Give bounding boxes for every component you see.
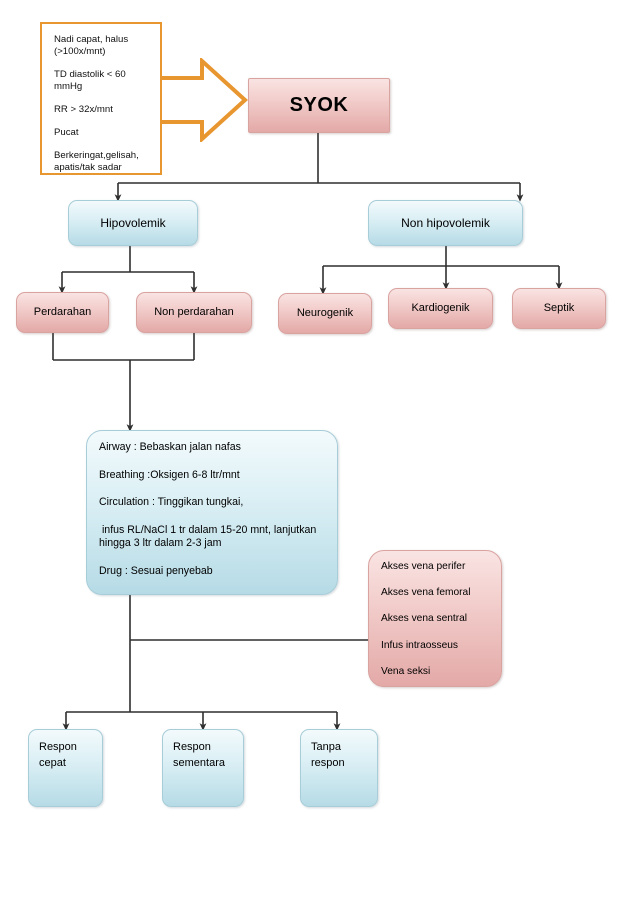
node-respon-cepat-line1: Respon [39,741,77,753]
treatment-line: Circulation : Tinggikan tungkai, [99,496,244,509]
node-tanpa-respon[interactable]: Tanpa respon [300,729,378,807]
node-kardiogenik[interactable]: Kardiogenik [388,288,493,329]
node-neurogenik[interactable]: Neurogenik [278,293,372,334]
treatment-line: Drug : Sesuai penyebab [99,564,213,577]
node-septik[interactable]: Septik [512,288,606,329]
node-septik-label: Septik [543,301,575,314]
node-non-perdarahan[interactable]: Non perdarahan [136,292,252,333]
vena-access-line: Infus intraosseus [381,639,459,651]
vena-access-line: Akses vena sentral [381,613,468,625]
vena-access-box[interactable]: Akses vena perifer Akses vena femoral Ak… [368,550,502,687]
vena-access-line: Vena seksi [381,665,431,677]
treatment-line: Breathing :Oksigen 6-8 ltr/mnt [99,468,240,481]
treatment-line: infus RL/NaCl 1 tr dalam 15-20 mnt, lanj… [99,524,317,549]
node-perdarahan[interactable]: Perdarahan [16,292,109,333]
symptom-line: TD diastolik < 60 mmHg [54,68,129,92]
vena-access-line: Akses vena femoral [381,587,471,599]
node-perdarahan-label: Perdarahan [33,305,92,318]
symptom-line: Berkeringat,gelisah, apatis/tak sadar [54,149,139,173]
node-respon-cepat-line2: cepat [39,756,66,769]
treatment-abcd-box[interactable]: Airway : Bebaskan jalan nafas Breathing … [86,430,338,595]
node-non-perdarahan-label: Non perdarahan [154,305,234,318]
symptom-line: Pucat [54,126,79,138]
symptom-line: RR > 32x/mnt [54,103,113,115]
vena-access-line: Akses vena perifer [381,561,466,572]
orange-block-arrow [152,58,248,142]
node-hipovolemik[interactable]: Hipovolemik [68,200,198,246]
node-kardiogenik-label: Kardiogenik [411,301,470,314]
node-respon-sementara-line1: Respon [173,741,211,753]
node-tanpa-respon-line2: respon [311,756,345,769]
node-respon-cepat[interactable]: Respon cepat [28,729,103,807]
treatment-line: Airway : Bebaskan jalan nafas [99,441,241,453]
symptom-line: Nadi capat, halus (>100x/mnt) [54,34,129,57]
symptom-callout: Nadi capat, halus (>100x/mnt) TD diastol… [40,22,162,175]
node-tanpa-respon-line1: Tanpa [311,741,341,753]
node-non-hipovolemik-label: Non hipovolemik [401,215,490,230]
node-non-hipovolemik[interactable]: Non hipovolemik [368,200,523,246]
node-neurogenik-label: Neurogenik [296,306,354,319]
node-hipovolemik-label: Hipovolemik [100,215,166,230]
node-respon-sementara-line2: sementara [173,756,225,769]
node-syok-label: SYOK [289,94,349,116]
node-respon-sementara[interactable]: Respon sementara [162,729,244,807]
node-syok[interactable]: SYOK [248,78,390,133]
